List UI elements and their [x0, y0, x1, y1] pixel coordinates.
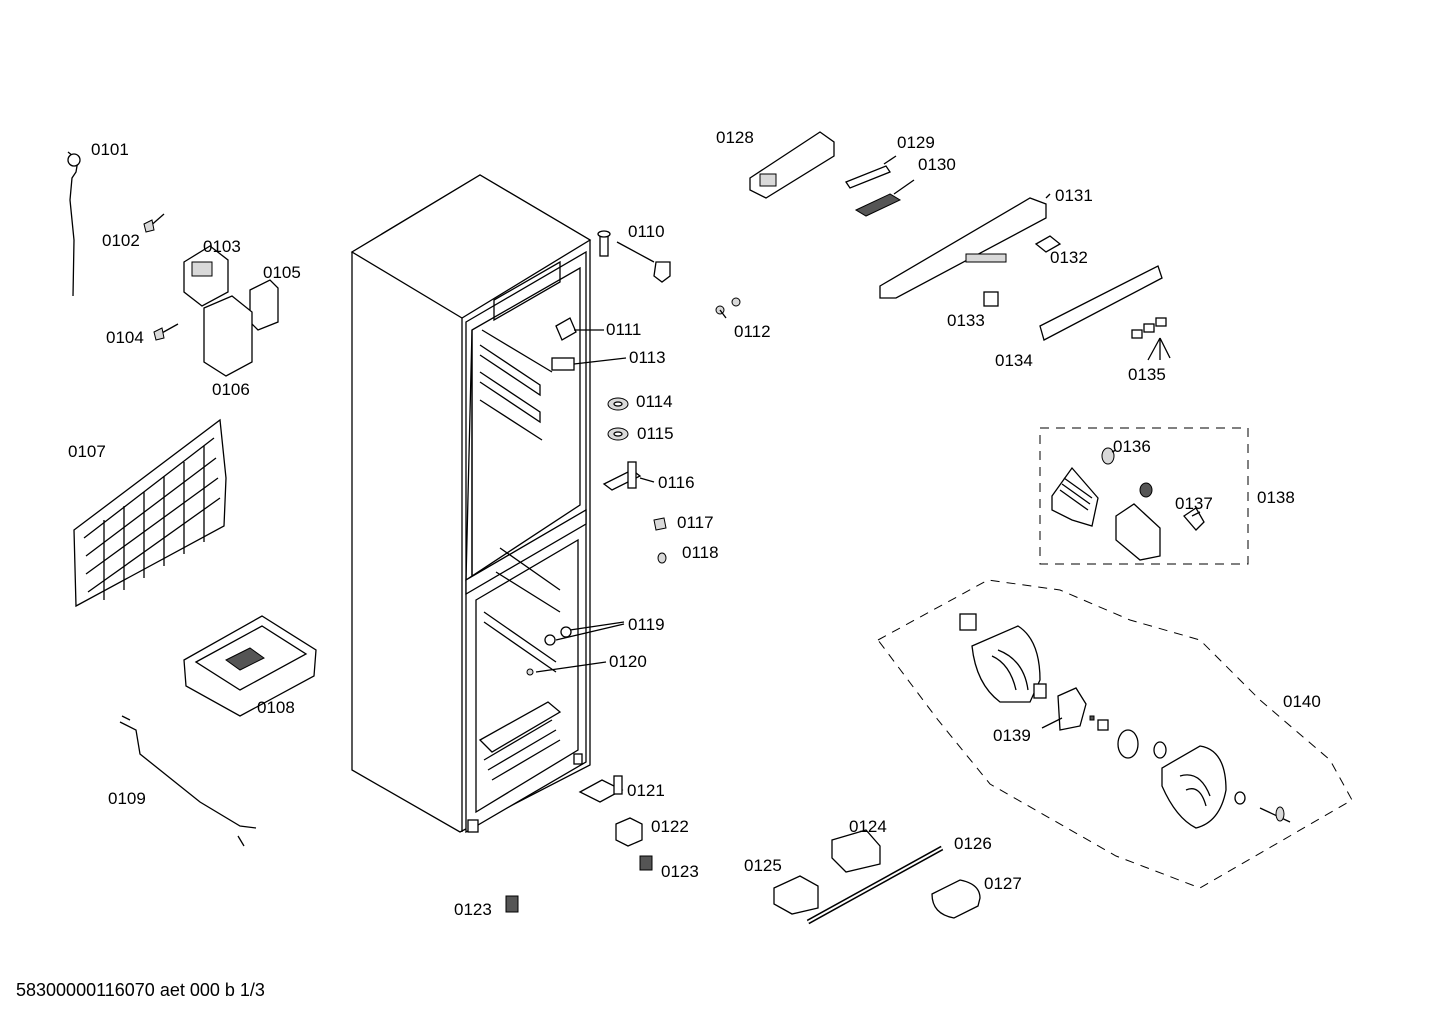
label-0137: 0137 — [1175, 494, 1213, 513]
lamp-assembly-box — [1039, 427, 1249, 565]
label-0136: 0136 — [1113, 437, 1151, 456]
label-0104: 0104 — [106, 328, 144, 347]
screw-part — [153, 323, 179, 341]
label-0122: 0122 — [651, 817, 689, 836]
label-0102: 0102 — [102, 231, 140, 250]
fan-assembly-parts — [959, 613, 1291, 829]
label-0113: 0113 — [629, 348, 666, 367]
pad-part — [931, 879, 981, 919]
label-0131: 0131 — [1055, 186, 1093, 205]
label-0108: 0108 — [257, 698, 295, 717]
fan-assembly-outline — [877, 579, 1353, 889]
label-0115: 0115 — [637, 424, 674, 443]
washer-part — [607, 397, 629, 441]
wire-harness-part — [119, 715, 257, 847]
clip-part — [831, 829, 881, 873]
label-0111: 0111 — [606, 320, 641, 339]
label-0140: 0140 — [1283, 692, 1321, 711]
document-id-footer: 58300000116070 aet 000 b 1/3 — [16, 980, 265, 1000]
label-0130: 0130 — [918, 155, 956, 174]
clip-part — [773, 875, 819, 915]
relay-part — [249, 279, 279, 331]
decor-strip-part — [1039, 265, 1163, 341]
label-0135: 0135 — [1128, 365, 1166, 384]
small-screw-part — [653, 517, 667, 564]
leveling-foot-part — [505, 855, 653, 913]
label-0128: 0128 — [716, 128, 754, 147]
label-0125: 0125 — [744, 856, 782, 875]
fridge-cabinet — [350, 174, 592, 834]
label-0120: 0120 — [609, 652, 647, 671]
button-set-part — [854, 193, 902, 217]
connector-part — [983, 291, 999, 307]
control-panel-part — [749, 131, 835, 199]
control-box-part — [183, 245, 229, 307]
label-0106: 0106 — [212, 380, 250, 399]
label-0133: 0133 — [947, 311, 985, 330]
chip-part — [1034, 235, 1062, 253]
label-0121: 0121 — [627, 781, 665, 800]
leader-lines — [573, 155, 1201, 729]
label-0103: 0103 — [203, 237, 241, 256]
label-0127: 0127 — [984, 874, 1022, 893]
shelf-support-part — [526, 621, 625, 676]
label-0123-right: 0123 — [661, 862, 699, 881]
foot-part — [578, 775, 624, 803]
rod-part — [806, 845, 944, 925]
label-0124: 0124 — [849, 817, 887, 836]
label-0134: 0134 — [995, 351, 1033, 370]
label-0107: 0107 — [68, 442, 106, 461]
label-0118: 0118 — [682, 543, 719, 562]
screws-part — [715, 297, 741, 319]
condenser-grid-part — [73, 418, 227, 608]
label-0105: 0105 — [263, 263, 301, 282]
switches-part — [1131, 317, 1171, 361]
label-0117: 0117 — [677, 513, 714, 532]
part-labels: 0101 0102 0103 0104 0105 0106 0107 0108 … — [68, 128, 1321, 919]
strip-part — [845, 165, 891, 189]
lamp-assembly-parts — [1051, 447, 1205, 561]
label-0132: 0132 — [1050, 248, 1088, 267]
label-0109: 0109 — [108, 789, 146, 808]
label-0110: 0110 — [628, 222, 665, 241]
trim-panel-part — [879, 197, 1047, 299]
label-0112: 0112 — [734, 322, 771, 341]
label-0126: 0126 — [954, 834, 992, 853]
label-0119: 0119 — [628, 615, 665, 634]
drip-tray-part — [183, 615, 317, 717]
label-0114: 0114 — [636, 392, 673, 411]
label-0129: 0129 — [897, 133, 935, 152]
label-0101: 0101 — [91, 140, 129, 159]
label-0123-left: 0123 — [454, 900, 492, 919]
label-0116: 0116 — [658, 473, 695, 492]
cover-part — [203, 295, 253, 377]
power-cord-part — [67, 151, 81, 297]
screw-part — [143, 213, 165, 233]
label-0139: 0139 — [993, 726, 1031, 745]
label-0138: 0138 — [1257, 488, 1295, 507]
hinge-pin-part — [597, 230, 671, 283]
cap-part — [615, 817, 643, 847]
hinge-part — [602, 461, 642, 491]
